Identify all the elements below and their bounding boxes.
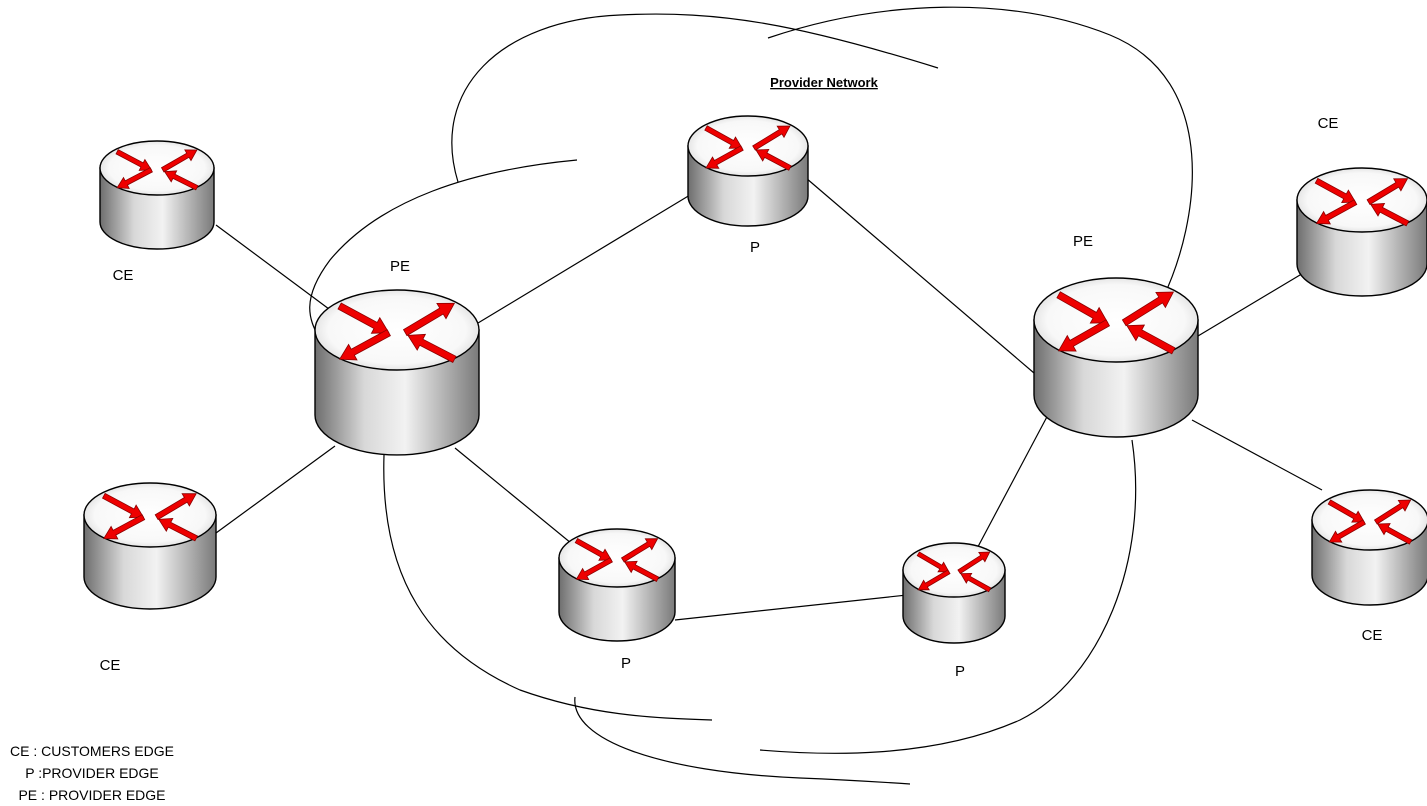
router-arrow	[917, 569, 951, 591]
router-p-bottom-left: P	[558, 528, 676, 672]
node-label: CE	[113, 267, 134, 284]
router-arrow	[1315, 199, 1358, 225]
cloud-curve-left	[309, 159, 578, 337]
cloud-curve-bottom-right	[759, 439, 1137, 754]
legend-line: PE : PROVIDER EDGE	[18, 787, 165, 803]
link-p-bottom-left-to-p-bottom-right	[674, 591, 936, 621]
router-pe-left: PE	[314, 258, 480, 456]
node-label: PE	[1073, 233, 1093, 250]
nodes-layer: CE CE PE P P P PE CE CE	[83, 115, 1427, 680]
router-arrow	[957, 551, 991, 575]
router-arrow	[154, 493, 197, 521]
router-arrow	[624, 560, 660, 582]
node-label: P	[750, 239, 760, 256]
router-icon	[902, 542, 1006, 644]
node-label: P	[621, 655, 631, 672]
cloud-curve-bottom-left	[383, 454, 713, 721]
router-arrow	[402, 302, 456, 337]
router-arrow	[338, 329, 391, 361]
router-arrow	[1377, 523, 1413, 545]
node-label: CE	[1318, 115, 1339, 132]
cloud-curve-top-left	[451, 13, 939, 183]
router-arrow	[1057, 319, 1111, 352]
router-arrow	[115, 149, 152, 171]
router-arrow	[103, 514, 146, 540]
link-pe-right-to-ce-bottom-right	[1191, 419, 1323, 491]
router-arrow	[1370, 203, 1410, 227]
router-arrow	[101, 492, 145, 519]
router-icon	[1296, 167, 1427, 297]
router-p-bottom-right: P	[902, 542, 1006, 680]
diagram-title: Provider Network	[770, 75, 878, 90]
router-arrow	[960, 572, 992, 593]
legend-line: CE : CUSTOMERS EDGE	[10, 743, 174, 759]
router-arrow	[1373, 499, 1412, 525]
router-arrow	[163, 170, 199, 191]
provider-cloud-outline	[309, 6, 1193, 785]
link-ce-bottom-left-to-pe-left	[215, 445, 336, 534]
router-arrow	[1327, 499, 1365, 523]
router-arrow	[620, 538, 659, 563]
node-label: CE	[1362, 627, 1383, 644]
link-pe-right-to-ce-top-right	[1197, 271, 1306, 337]
cloud-curve-bottom	[574, 696, 911, 785]
router-p-top: P	[687, 115, 809, 256]
cloud-curve-top-right	[767, 6, 1193, 299]
legend-line: P :PROVIDER EDGE	[25, 765, 159, 781]
router-arrow	[1328, 519, 1366, 543]
router-arrow	[1126, 324, 1176, 355]
router-ce-top-left: CE	[99, 140, 215, 284]
router-icon	[558, 528, 676, 642]
router-icon	[1033, 277, 1199, 438]
router-arrow	[704, 125, 743, 149]
router-ce-top-right: CE	[1296, 115, 1427, 297]
router-ce-bottom-right: CE	[1311, 489, 1427, 644]
router-pe-right: PE	[1033, 233, 1199, 438]
router-arrow	[1366, 178, 1409, 206]
router-arrow	[158, 517, 199, 542]
router-arrow	[407, 333, 457, 363]
router-ce-bottom-left: CE	[83, 482, 217, 674]
router-arrow	[705, 145, 744, 169]
router-arrow	[1056, 291, 1109, 324]
router-icon	[83, 482, 217, 610]
node-label: CE	[100, 657, 121, 674]
router-icon	[99, 140, 215, 250]
router-arrow	[574, 537, 612, 561]
router-arrow	[1121, 291, 1175, 327]
router-icon	[314, 289, 480, 456]
router-arrow	[1314, 177, 1357, 204]
link-ce-top-left-to-pe-left	[215, 224, 334, 313]
link-p-top-to-pe-right	[805, 177, 1035, 374]
router-arrow	[916, 551, 950, 573]
node-label: P	[955, 663, 965, 680]
router-arrow	[575, 557, 613, 581]
router-arrow	[337, 302, 390, 334]
router-arrow	[160, 149, 198, 173]
router-arrow	[752, 125, 791, 151]
node-label: PE	[390, 258, 410, 275]
router-arrow	[116, 167, 153, 189]
router-icon	[687, 115, 809, 227]
router-arrow	[755, 148, 792, 171]
router-icon	[1311, 489, 1427, 606]
